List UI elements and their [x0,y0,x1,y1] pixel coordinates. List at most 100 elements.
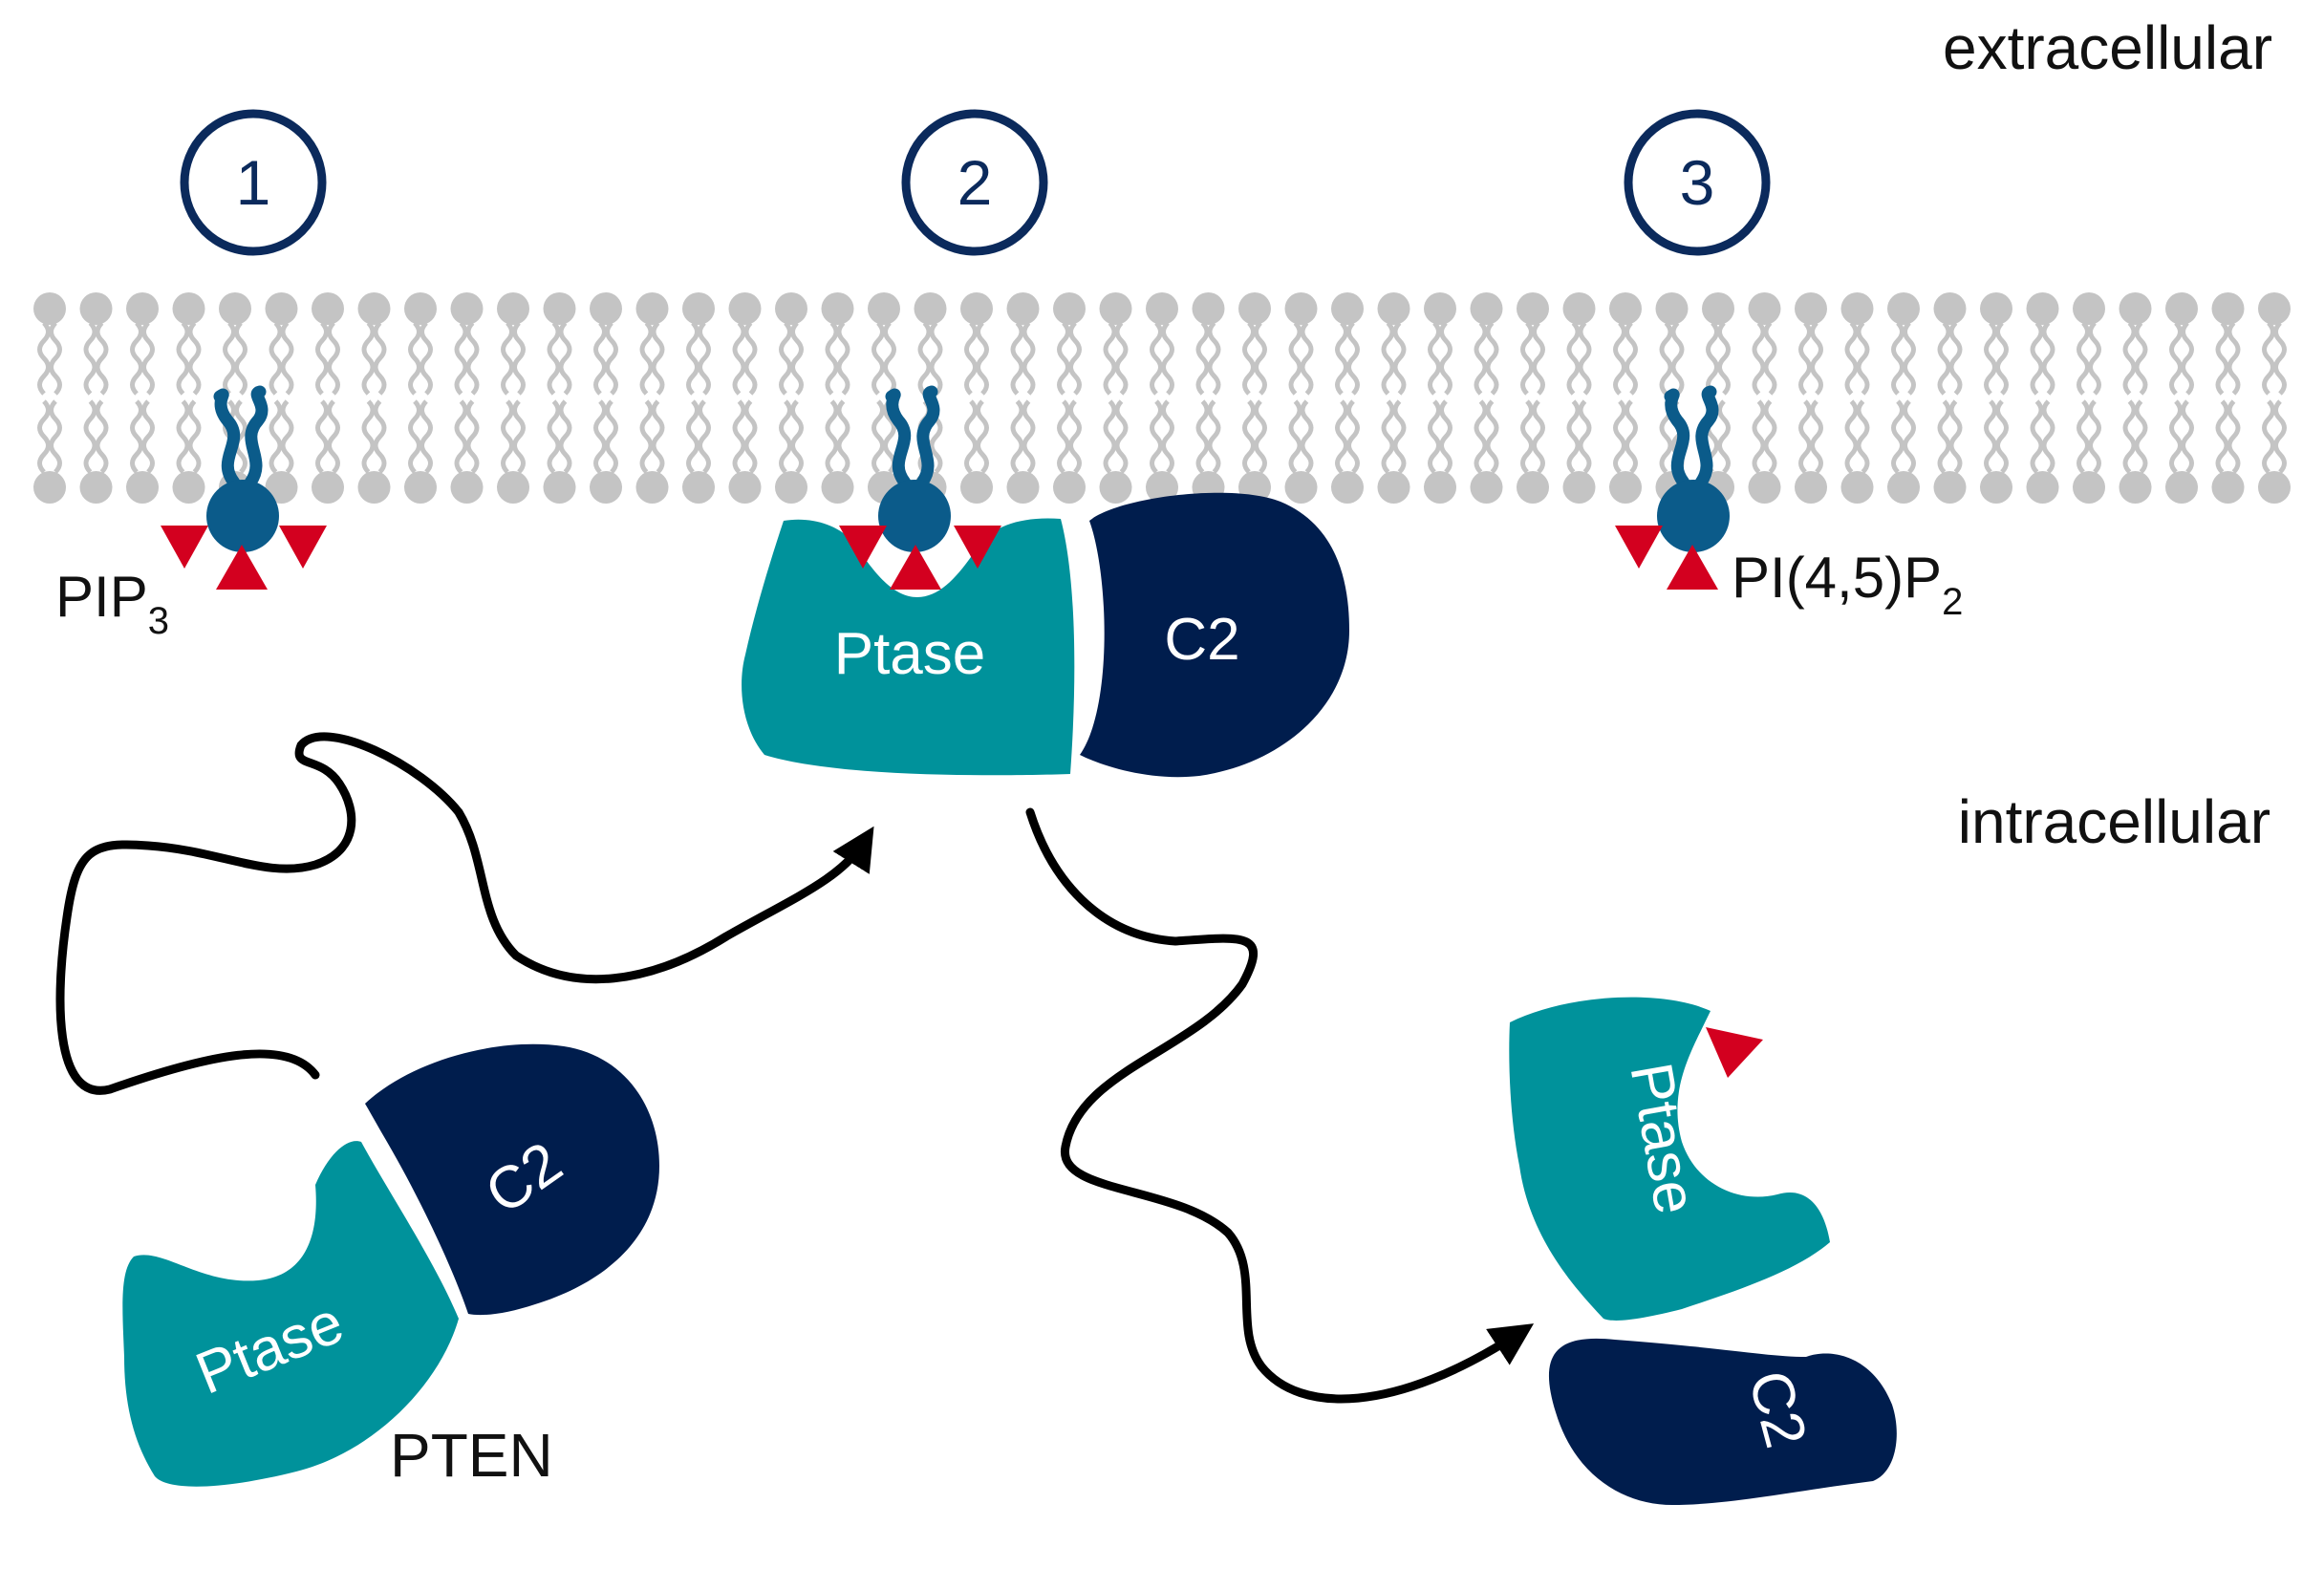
ptase-domain-label: Ptase [834,621,986,687]
membrane-lipid-tail-icon [1717,399,1731,474]
membrane-lipid-tail-icon [2227,321,2241,396]
membrane-lipid-tail-icon [512,399,526,474]
membrane-lipid-tail-icon [2273,321,2287,396]
c2-domain [1080,492,1349,778]
membrane-lipid-tail-icon [2088,399,2101,474]
step-1-marker: 1 [180,109,327,256]
membrane-lipid-tail-icon [2134,321,2148,396]
membrane-lipid-tail-icon [1381,321,1395,396]
membrane-lipid-head-icon [1099,292,1132,325]
membrane-lipid-head-icon [1887,292,1920,325]
membrane-lipid-tail-icon [836,321,850,396]
membrane-lipid-tail-icon [83,321,97,396]
membrane-lipid-tail-icon [1798,399,1812,474]
membrane-lipid-tail-icon [929,321,943,396]
membrane-lipid-tail-icon [1242,399,1256,474]
membrane-lipid-tail-icon [280,321,294,396]
membrane-lipid-tail-icon [651,321,665,396]
membrane-lipid-tail-icon [2169,321,2183,396]
membrane-lipid-head-icon [1099,471,1132,504]
membrane-lipid-tail-icon [558,321,572,396]
membrane-lipid-head-icon [2119,292,2152,325]
phosphate-triangle-icon [161,526,208,569]
membrane-lipid-head-icon [821,471,854,504]
membrane-lipid-tail-icon [1566,321,1581,396]
membrane-lipid-tail-icon [2273,399,2287,474]
membrane-lipid-tail-icon [1763,399,1777,474]
membrane-lipid-tail-icon [1254,399,1267,474]
membrane-lipid-head-icon [172,292,205,325]
bound-lipid-tail-icon [915,385,940,489]
membrane-lipid-tail-icon [37,321,51,396]
membrane-lipid-tail-icon [2215,321,2229,396]
membrane-lipid-tail-icon [639,399,654,474]
membrane-lipid-tail-icon [872,399,885,474]
pip2-head-icon [1657,480,1730,552]
membrane-lipid-head-icon [2073,471,2105,504]
membrane-lipid-tail-icon [1242,321,1256,396]
phosphate-triangle-icon [216,545,268,590]
lipid-bilayer-membrane [33,292,2291,504]
membrane-lipid-tail-icon [1798,321,1812,396]
membrane-lipid-head-icon [1192,292,1225,325]
membrane-lipid-tail-icon [1995,321,2009,396]
membrane-lipid-tail-icon [2088,321,2101,396]
membrane-lipid-tail-icon [593,399,607,474]
membrane-lipid-tail-icon [1381,399,1395,474]
membrane-lipid-head-icon [1609,292,1642,325]
membrane-lipid-tail-icon [234,321,247,396]
phosphate-triangle-icon [839,526,887,569]
membrane-lipid-tail-icon [1288,399,1302,474]
membrane-lipid-tail-icon [1439,399,1452,474]
membrane-lipid-head-icon [219,292,251,325]
membrane-lipid-tail-icon [2030,399,2044,474]
membrane-lipid-tail-icon [1346,399,1360,474]
membrane-lipid-tail-icon [2041,399,2055,474]
membrane-lipid-tail-icon [964,399,978,474]
membrane-lipid-tail-icon [1022,321,1036,396]
membrane-lipid-tail-icon [1485,321,1499,396]
membrane-lipid-tail-icon [49,399,62,474]
membrane-lipid-tail-icon [1659,321,1673,396]
extracellular-label: extracellular [1943,13,2272,82]
phosphate-triangle-icon [1667,545,1718,590]
membrane-lipid-tail-icon [234,399,247,474]
membrane-lipid-tail-icon [743,399,758,474]
intracellular-label: intracellular [1958,787,2270,856]
membrane-lipid-head-icon [1517,292,1549,325]
bound-lipid-tail-icon [885,388,912,489]
membrane-lipid-tail-icon [2134,399,2148,474]
membrane-lipid-head-icon [728,471,762,504]
release-path-arrow [1025,807,1535,1404]
membrane-lipid-head-icon [1980,471,2012,504]
membrane-lipid-tail-icon [1010,399,1024,474]
membrane-lipid-tail-icon [501,321,514,396]
membrane-lipid-head-icon [1377,292,1410,325]
phosphate-triangle-icon [954,526,1001,569]
c2-domain [365,1043,659,1316]
membrane-lipid-tail-icon [1195,399,1210,474]
membrane-lipid-head-icon [1053,471,1086,504]
membrane-lipid-tail-icon [1195,321,1210,396]
membrane-lipid-head-icon [1795,471,1827,504]
membrane-lipid-head-icon [497,471,529,504]
membrane-lipid-tail-icon [130,399,143,474]
membrane-lipid-tail-icon [1763,321,1777,396]
membrane-lipid-tail-icon [1532,399,1545,474]
membrane-lipid-head-icon [682,292,715,325]
membrane-lipid-head-icon [775,292,807,325]
membrane-lipid-tail-icon [1474,399,1488,474]
membrane-lipid-tail-icon [686,321,699,396]
membrane-lipid-tail-icon [1625,399,1638,474]
membrane-lipid-tail-icon [2122,321,2137,396]
membrane-lipid-tail-icon [1392,399,1407,474]
membrane-lipid-tail-icon [1103,399,1117,474]
membrane-lipid-tail-icon [315,321,329,396]
membrane-lipid-tail-icon [732,321,746,396]
membrane-lipid-head-icon [33,292,66,325]
membrane-lipid-tail-icon [825,321,839,396]
bound-lipid-head-icon [878,480,951,552]
membrane-lipid-tail-icon [1068,321,1082,396]
